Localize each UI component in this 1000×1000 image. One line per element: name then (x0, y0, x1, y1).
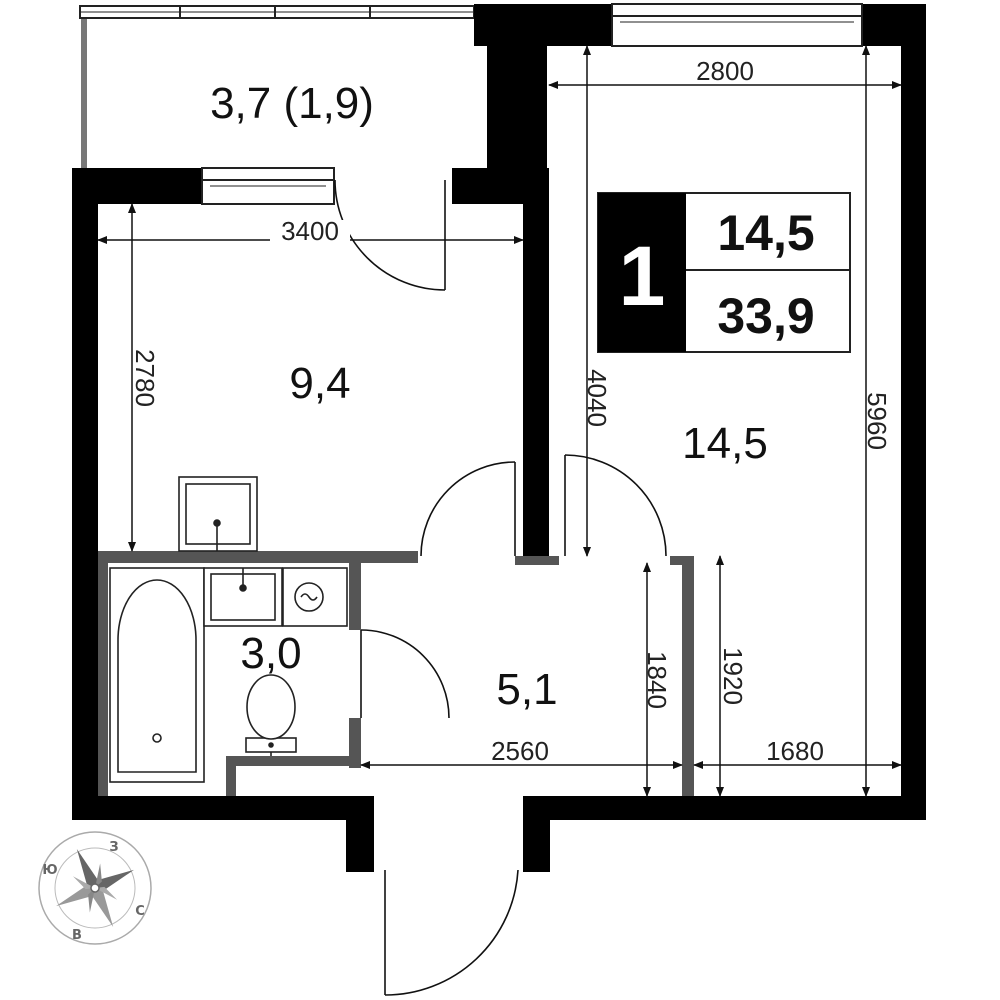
kitchen-sink (178, 476, 258, 552)
dim-living-wall: 4040 (582, 369, 612, 427)
compass-south: Ю (42, 863, 57, 878)
living-area: 14,5 (717, 205, 814, 261)
total-area: 33,9 (717, 288, 814, 344)
compass-rose-icon (56, 849, 134, 927)
apartment-badge: 1 14,5 33,9 (597, 192, 851, 353)
dim-nook-width: 1680 (766, 736, 824, 766)
dim-nook-depth: 1920 (718, 647, 748, 705)
dimension-labels: 3400 2780 2800 4040 5960 2560 1840 1920 … (130, 56, 892, 766)
room-labels: 3,7 (1,9) 9,4 14,5 3,0 5,1 (210, 79, 768, 714)
living-room-area: 14,5 (682, 419, 768, 468)
bathroom-sink (203, 567, 283, 627)
bathroom-area: 3,0 (240, 629, 301, 678)
compass-west: З (109, 840, 118, 855)
kitchen-window (201, 167, 335, 205)
dim-living-depth: 5960 (862, 392, 892, 450)
doors (334, 179, 667, 996)
dim-hall-depth: 1840 (642, 651, 672, 709)
washing-machine (282, 567, 348, 627)
hallway-area: 5,1 (496, 665, 557, 714)
dim-kitchen-depth: 2780 (130, 349, 160, 407)
compass: З С В Ю (38, 831, 152, 945)
bathtub (109, 567, 205, 783)
living-window (611, 3, 863, 47)
exterior-walls (72, 4, 926, 872)
balcony-area: 3,7 (1,9) (210, 79, 374, 128)
dim-living-width: 2800 (696, 56, 754, 86)
rooms-count: 1 (619, 229, 666, 323)
dimension-lines (97, 45, 902, 797)
toilet (245, 674, 297, 756)
compass-east: В (72, 928, 82, 943)
dim-kitchen-width: 3400 (281, 216, 339, 246)
dim-hall-width: 2560 (491, 736, 549, 766)
interior-partitions (98, 551, 694, 796)
kitchen-area: 9,4 (289, 359, 350, 408)
compass-north: С (135, 904, 145, 919)
